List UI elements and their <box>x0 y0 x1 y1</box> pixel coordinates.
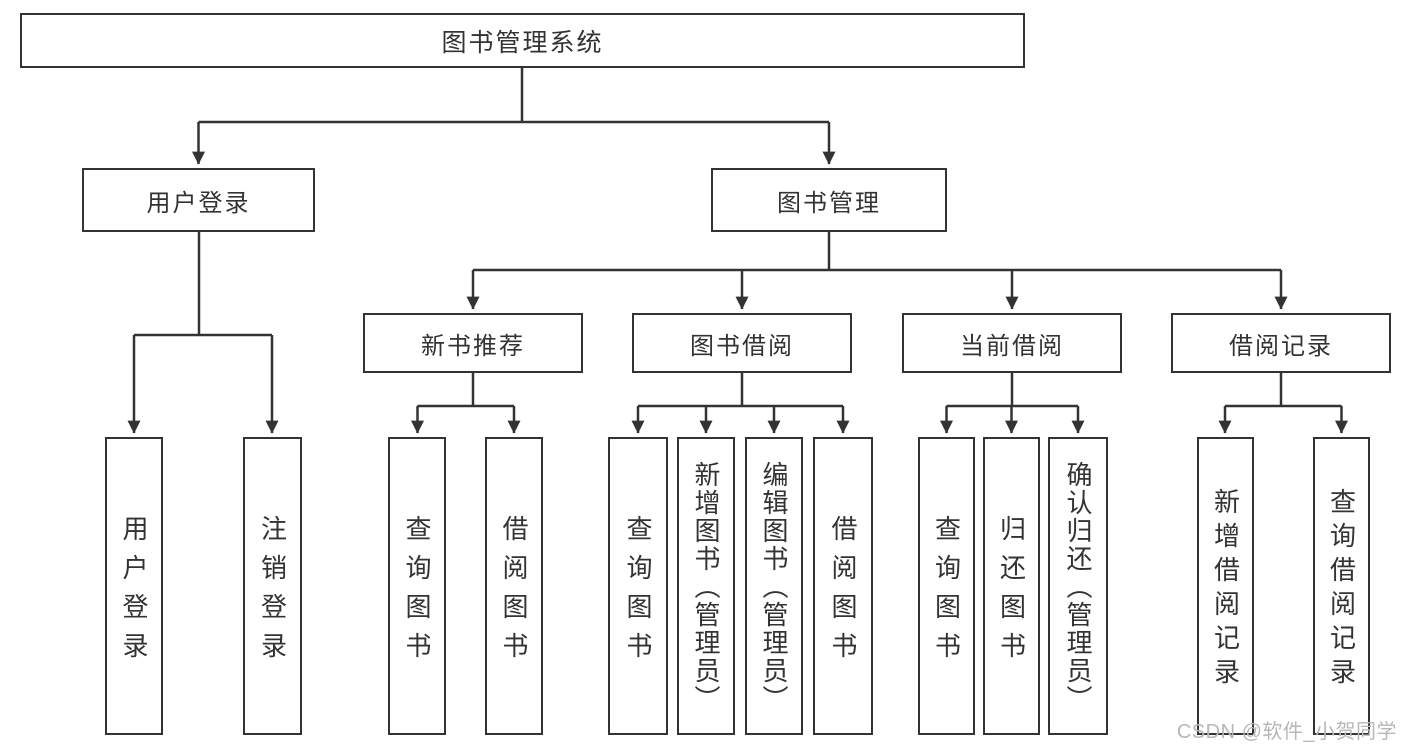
connector-new-book-rec-children <box>411 373 521 434</box>
connector-book-borrow-children <box>631 373 850 434</box>
node-user-login: 用户登录 <box>82 168 315 232</box>
node-root: 图书管理系统 <box>20 13 1025 68</box>
node-borrow-records: 借阅记录 <box>1171 313 1391 373</box>
node-user-login-label: 用户登录 <box>146 189 251 217</box>
node-leaf-user-login: 用户登录 <box>105 437 163 735</box>
node-leaf-bb-add-books: 新增图书（管理员） <box>677 437 735 735</box>
connector-book-mgmt-children <box>466 232 1288 310</box>
node-leaf-cb-confirm-return-label: 确认归还（管理员） <box>1063 461 1093 713</box>
node-leaf-bb-edit-books-label: 编辑图书（管理员） <box>759 461 789 713</box>
connector-user-login-children <box>127 232 279 434</box>
node-leaf-br-add-record-label: 新增借阅记录 <box>1210 488 1241 692</box>
node-leaf-nb-query-books-label: 查询图书 <box>402 514 432 671</box>
connector-current-borrow-children <box>940 373 1085 434</box>
node-leaf-user-login-label: 用户登录 <box>119 514 149 671</box>
node-current-borrow: 当前借阅 <box>902 313 1122 373</box>
node-book-mgmt-label: 图书管理 <box>777 189 881 217</box>
node-leaf-nb-borrow-books: 借阅图书 <box>485 437 543 735</box>
node-leaf-bb-edit-books: 编辑图书（管理员） <box>745 437 803 735</box>
node-leaf-nb-query-books: 查询图书 <box>388 437 446 735</box>
node-leaf-bb-query-books-label: 查询图书 <box>623 514 653 671</box>
connector-root-to-level1 <box>192 68 836 165</box>
node-leaf-bb-borrow-books: 借阅图书 <box>813 437 873 735</box>
node-leaf-br-add-record: 新增借阅记录 <box>1197 437 1254 735</box>
node-leaf-cb-query-books: 查询图书 <box>918 437 975 735</box>
node-book-borrow-label: 图书借阅 <box>690 332 794 360</box>
node-new-book-rec-label: 新书推荐 <box>421 332 525 360</box>
node-book-mgmt: 图书管理 <box>711 168 947 232</box>
node-book-borrow: 图书借阅 <box>632 313 852 373</box>
node-leaf-logout-label: 注销登录 <box>257 514 288 671</box>
node-leaf-logout: 注销登录 <box>243 437 302 735</box>
node-root-label: 图书管理系统 <box>441 28 604 57</box>
node-current-borrow-label: 当前借阅 <box>960 332 1064 360</box>
csdn-watermark: CSDN @软件_小贺同学 <box>1176 721 1397 743</box>
node-leaf-bb-add-books-label: 新增图书（管理员） <box>691 461 721 713</box>
node-leaf-cb-return-books-label: 归还图书 <box>996 514 1027 671</box>
node-borrow-records-label: 借阅记录 <box>1229 332 1333 360</box>
connector-borrow-records-children <box>1218 373 1348 434</box>
node-leaf-cb-confirm-return: 确认归还（管理员） <box>1048 437 1108 735</box>
node-leaf-br-query-record-label: 查询借阅记录 <box>1326 488 1357 692</box>
node-leaf-cb-query-books-label: 查询图书 <box>931 514 962 671</box>
node-new-book-rec: 新书推荐 <box>363 313 583 373</box>
node-leaf-cb-return-books: 归还图书 <box>983 437 1040 735</box>
node-leaf-bb-query-books: 查询图书 <box>608 437 668 735</box>
node-leaf-bb-borrow-books-label: 借阅图书 <box>828 514 858 671</box>
node-leaf-nb-borrow-books-label: 借阅图书 <box>499 514 529 671</box>
node-leaf-br-query-record: 查询借阅记录 <box>1313 437 1370 735</box>
